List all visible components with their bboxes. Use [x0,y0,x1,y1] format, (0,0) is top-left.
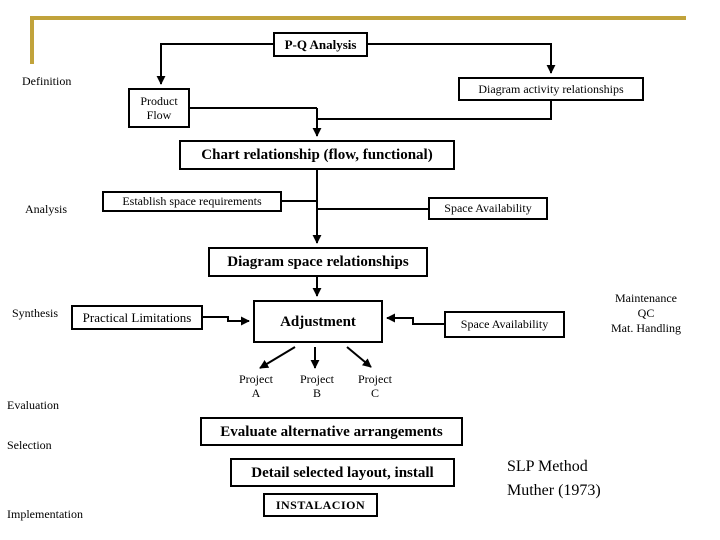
annotation-project-b: Project B [285,372,349,400]
project-a-line2: A [251,386,261,400]
annotation-maintenance-line2: QC [637,306,655,320]
connector-adjustment-to-project-a [259,346,296,369]
connector-diagram-activity-to-junction [318,101,552,120]
box-product-flow-line1: Product [140,93,178,108]
box-practical-limitations: Practical Limitations [71,305,203,330]
project-c-line2: C [370,386,379,400]
connector-adjustment-to-project-c [346,346,372,368]
annotation-project-a: Project A [224,372,288,400]
stage-label-definition: Definition [22,74,72,88]
stage-label-selection: Selection [7,438,52,452]
box-pq-analysis: P-Q Analysis [273,32,368,57]
box-adjustment: Adjustment [253,300,383,343]
project-a-line1: Project [239,372,273,386]
annotation-project-c: Project C [343,372,407,400]
slp-method-line1: SLP Method [507,458,588,475]
project-b-line2: B [312,386,321,400]
box-chart-relationship: Chart relationship (flow, functional) [179,140,455,170]
annotation-maintenance-line3: Mat. Handling [611,321,681,335]
connector-practical-to-adjustment [203,316,250,326]
project-b-line1: Project [300,372,334,386]
annotation-maintenance: Maintenance QC Mat. Handling [582,291,710,336]
stage-label-synthesis: Synthesis [12,306,59,320]
box-diagram-space-relationships: Diagram space relationships [208,247,428,277]
box-establish-space-requirements: Establish space requirements [102,191,282,212]
connector-pq-to-diagram-activity [368,43,556,74]
box-product-flow-line2: Flow [146,108,172,122]
accent-line-vertical [30,16,34,64]
box-diagram-activity-relationships: Diagram activity relationships [458,77,644,101]
connector-pq-to-product-flow [156,43,273,85]
slp-method-line2: Muther (1973) [507,482,601,499]
accent-line-horizontal [30,16,686,20]
project-c-line1: Project [358,372,392,386]
box-product-flow: Product Flow [128,88,190,128]
box-detail-selected-layout: Detail selected layout, install [230,458,455,487]
connector-space-availability-2-to-adjustment [386,313,444,325]
annotation-slp-method: SLP Method Muther (1973) [507,455,601,503]
box-space-availability-2: Space Availability [444,311,565,338]
stage-label-implementation: Implementation [7,507,83,521]
annotation-maintenance-line1: Maintenance [615,291,677,305]
stage-label-evaluation: Evaluation [7,398,59,412]
box-instalacion: INSTALACION [263,493,378,517]
box-evaluate-alternative-arrangements: Evaluate alternative arrangements [200,417,463,446]
box-space-availability-1: Space Availability [428,197,548,220]
stage-label-analysis: Analysis [25,202,67,216]
